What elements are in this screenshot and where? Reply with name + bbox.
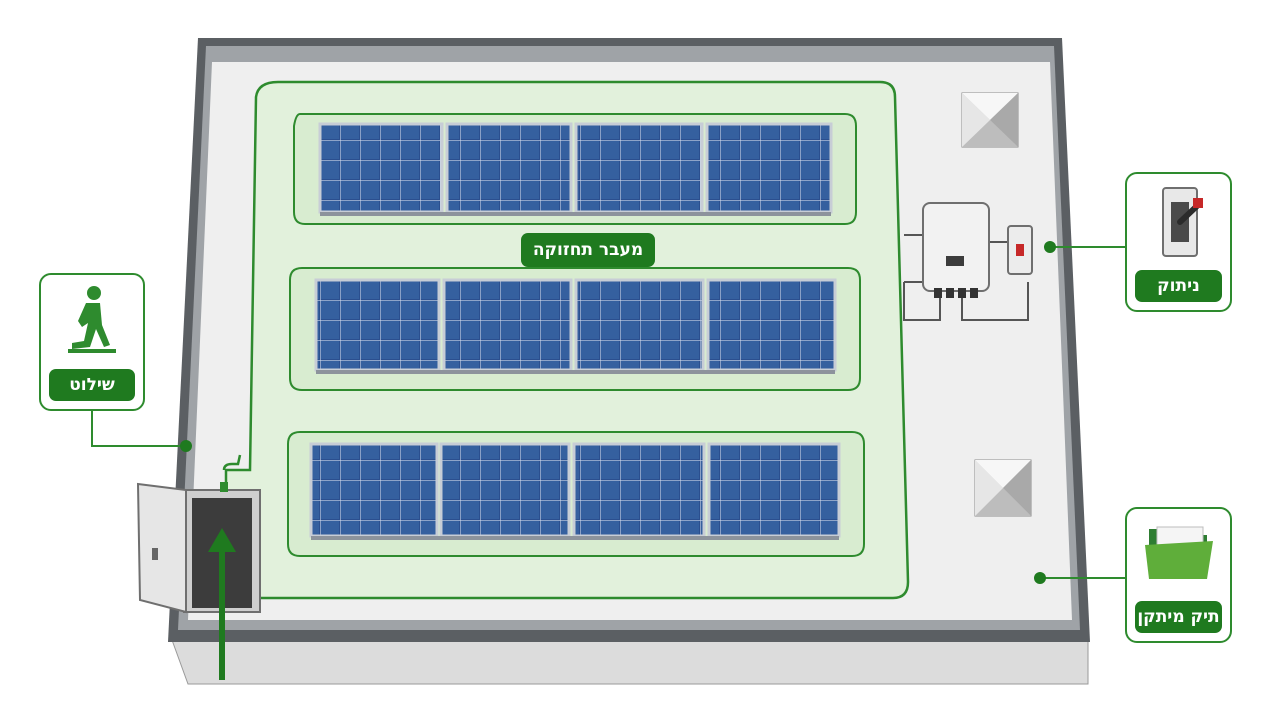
walking-person-icon (41, 283, 143, 355)
maintenance-aisle-label: מעבר תחזוקה (521, 233, 655, 267)
disconnect-switch-icon (1127, 182, 1230, 260)
panel-row-1 (318, 122, 833, 216)
electrical-cabinet (136, 454, 261, 614)
skylight-top (961, 92, 1019, 148)
signage-label: שילוט (49, 369, 135, 401)
entry-arrow (208, 528, 236, 680)
inverter (903, 202, 1029, 321)
disconnect-callout: ניתוק (1125, 172, 1232, 312)
installation-folder-callout: תיק מיתקן (1125, 507, 1232, 643)
skylight-bottom (974, 459, 1032, 517)
disconnect-switch-box (1007, 225, 1033, 275)
installation-folder-label: תיק מיתקן (1135, 601, 1222, 633)
disconnect-label: ניתוק (1135, 270, 1222, 302)
signage-callout: שילוט (39, 273, 145, 411)
building-wall (171, 639, 1089, 685)
panel-row-2 (314, 278, 837, 374)
leader-lines (91, 241, 1126, 584)
panel-row-3 (309, 442, 841, 540)
folder-icon (1127, 517, 1230, 587)
